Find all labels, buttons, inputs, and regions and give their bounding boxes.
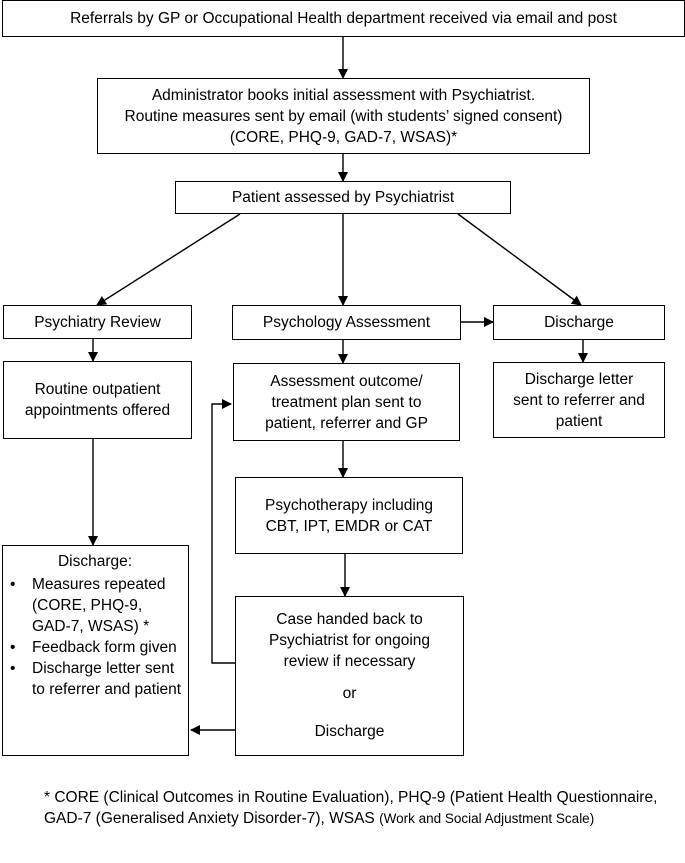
arrow-assessed-to-psychiatry-review	[96, 213, 241, 306]
psychiatry-review-box: Psychiatry Review	[3, 305, 192, 339]
administrator-box: Administrator books initial assessment w…	[97, 78, 590, 154]
patient-assessed-box: Patient assessed by Psychiatrist	[175, 181, 511, 214]
footnote-small: (Work and Social Adjustment Scale)	[379, 811, 595, 826]
discharge-list-item: Measures repeated (CORE, PHQ-9, GAD-7, W…	[8, 574, 182, 637]
discharge-list: Measures repeated (CORE, PHQ-9, GAD-7, W…	[8, 574, 182, 700]
routine-outpatient-line-1: Routine outpatient	[34, 381, 161, 398]
discharge-list-item: Feedback form given	[8, 637, 182, 658]
discharge-list-title: Discharge:	[57, 553, 133, 570]
routine-outpatient-box: Routine outpatient appointments offered	[3, 361, 192, 439]
discharge-letter-line-1: Discharge letter	[524, 370, 634, 388]
psychotherapy-line-1: Psychotherapy including	[264, 496, 434, 514]
routine-outpatient-line-2: appointments offered	[24, 402, 171, 419]
psychology-assessment-box: Psychology Assessment	[232, 305, 461, 340]
discharge-list-item: Discharge letter sent to referrer and pa…	[8, 658, 182, 700]
referrals-box: Referrals by GP or Occupational Health d…	[2, 0, 685, 37]
discharge-letter-box: Discharge letter sent to referrer and pa…	[493, 362, 665, 438]
psychology-assessment-text: Psychology Assessment	[262, 314, 431, 331]
psychiatry-review-text: Psychiatry Review	[34, 313, 161, 331]
arrow-case-back-to-routine	[211, 399, 236, 664]
case-handed-back-text: Case handed back to Psychiatrist for ong…	[236, 609, 463, 672]
assessment-outcome-line-1: Assessment outcome/	[270, 372, 423, 390]
or-label: or	[342, 685, 357, 702]
discharge-top-text: Discharge	[544, 314, 614, 331]
case-handed-back-box: Case handed back to Psychiatrist for ong…	[235, 596, 464, 756]
discharge-bottom-text: Discharge	[314, 723, 385, 740]
discharge-letter-line-3: patient	[555, 412, 603, 430]
discharge-top-box: Discharge	[493, 305, 665, 340]
arrow-assessed-to-discharge	[457, 213, 582, 306]
assessment-outcome-line-2: treatment plan sent to	[271, 393, 422, 411]
footnote: * CORE (Clinical Outcomes in Routine Eva…	[44, 787, 674, 829]
assessment-outcome-box: Assessment outcome/ treatment plan sent …	[233, 363, 460, 441]
administrator-line-2: Routine measures sent by email (with stu…	[124, 107, 563, 125]
case-line-2: Psychiatrist for ongoing	[268, 632, 431, 649]
referrals-text: Referrals by GP or Occupational Health d…	[70, 10, 617, 27]
psychotherapy-line-2: CBT, IPT, EMDR or CAT	[265, 517, 433, 535]
administrator-line-3: (CORE, PHQ-9, GAD-7, WSAS)*	[229, 128, 458, 146]
case-line-3: review if necessary	[283, 653, 416, 670]
discharge-letter-line-2: sent to referrer and	[513, 391, 645, 409]
footnote-main: * CORE (Clinical Outcomes in Routine Eva…	[44, 789, 658, 827]
administrator-line-1: Administrator books initial assessment w…	[151, 86, 536, 104]
psychotherapy-box: Psychotherapy including CBT, IPT, EMDR o…	[235, 477, 463, 554]
discharge-list-box: Discharge: Measures repeated (CORE, PHQ-…	[2, 545, 189, 756]
assessment-outcome-line-3: patient, referrer and GP	[265, 414, 428, 432]
patient-assessed-text: Patient assessed by Psychiatrist	[231, 189, 455, 206]
case-line-1: Case handed back to	[276, 611, 423, 628]
